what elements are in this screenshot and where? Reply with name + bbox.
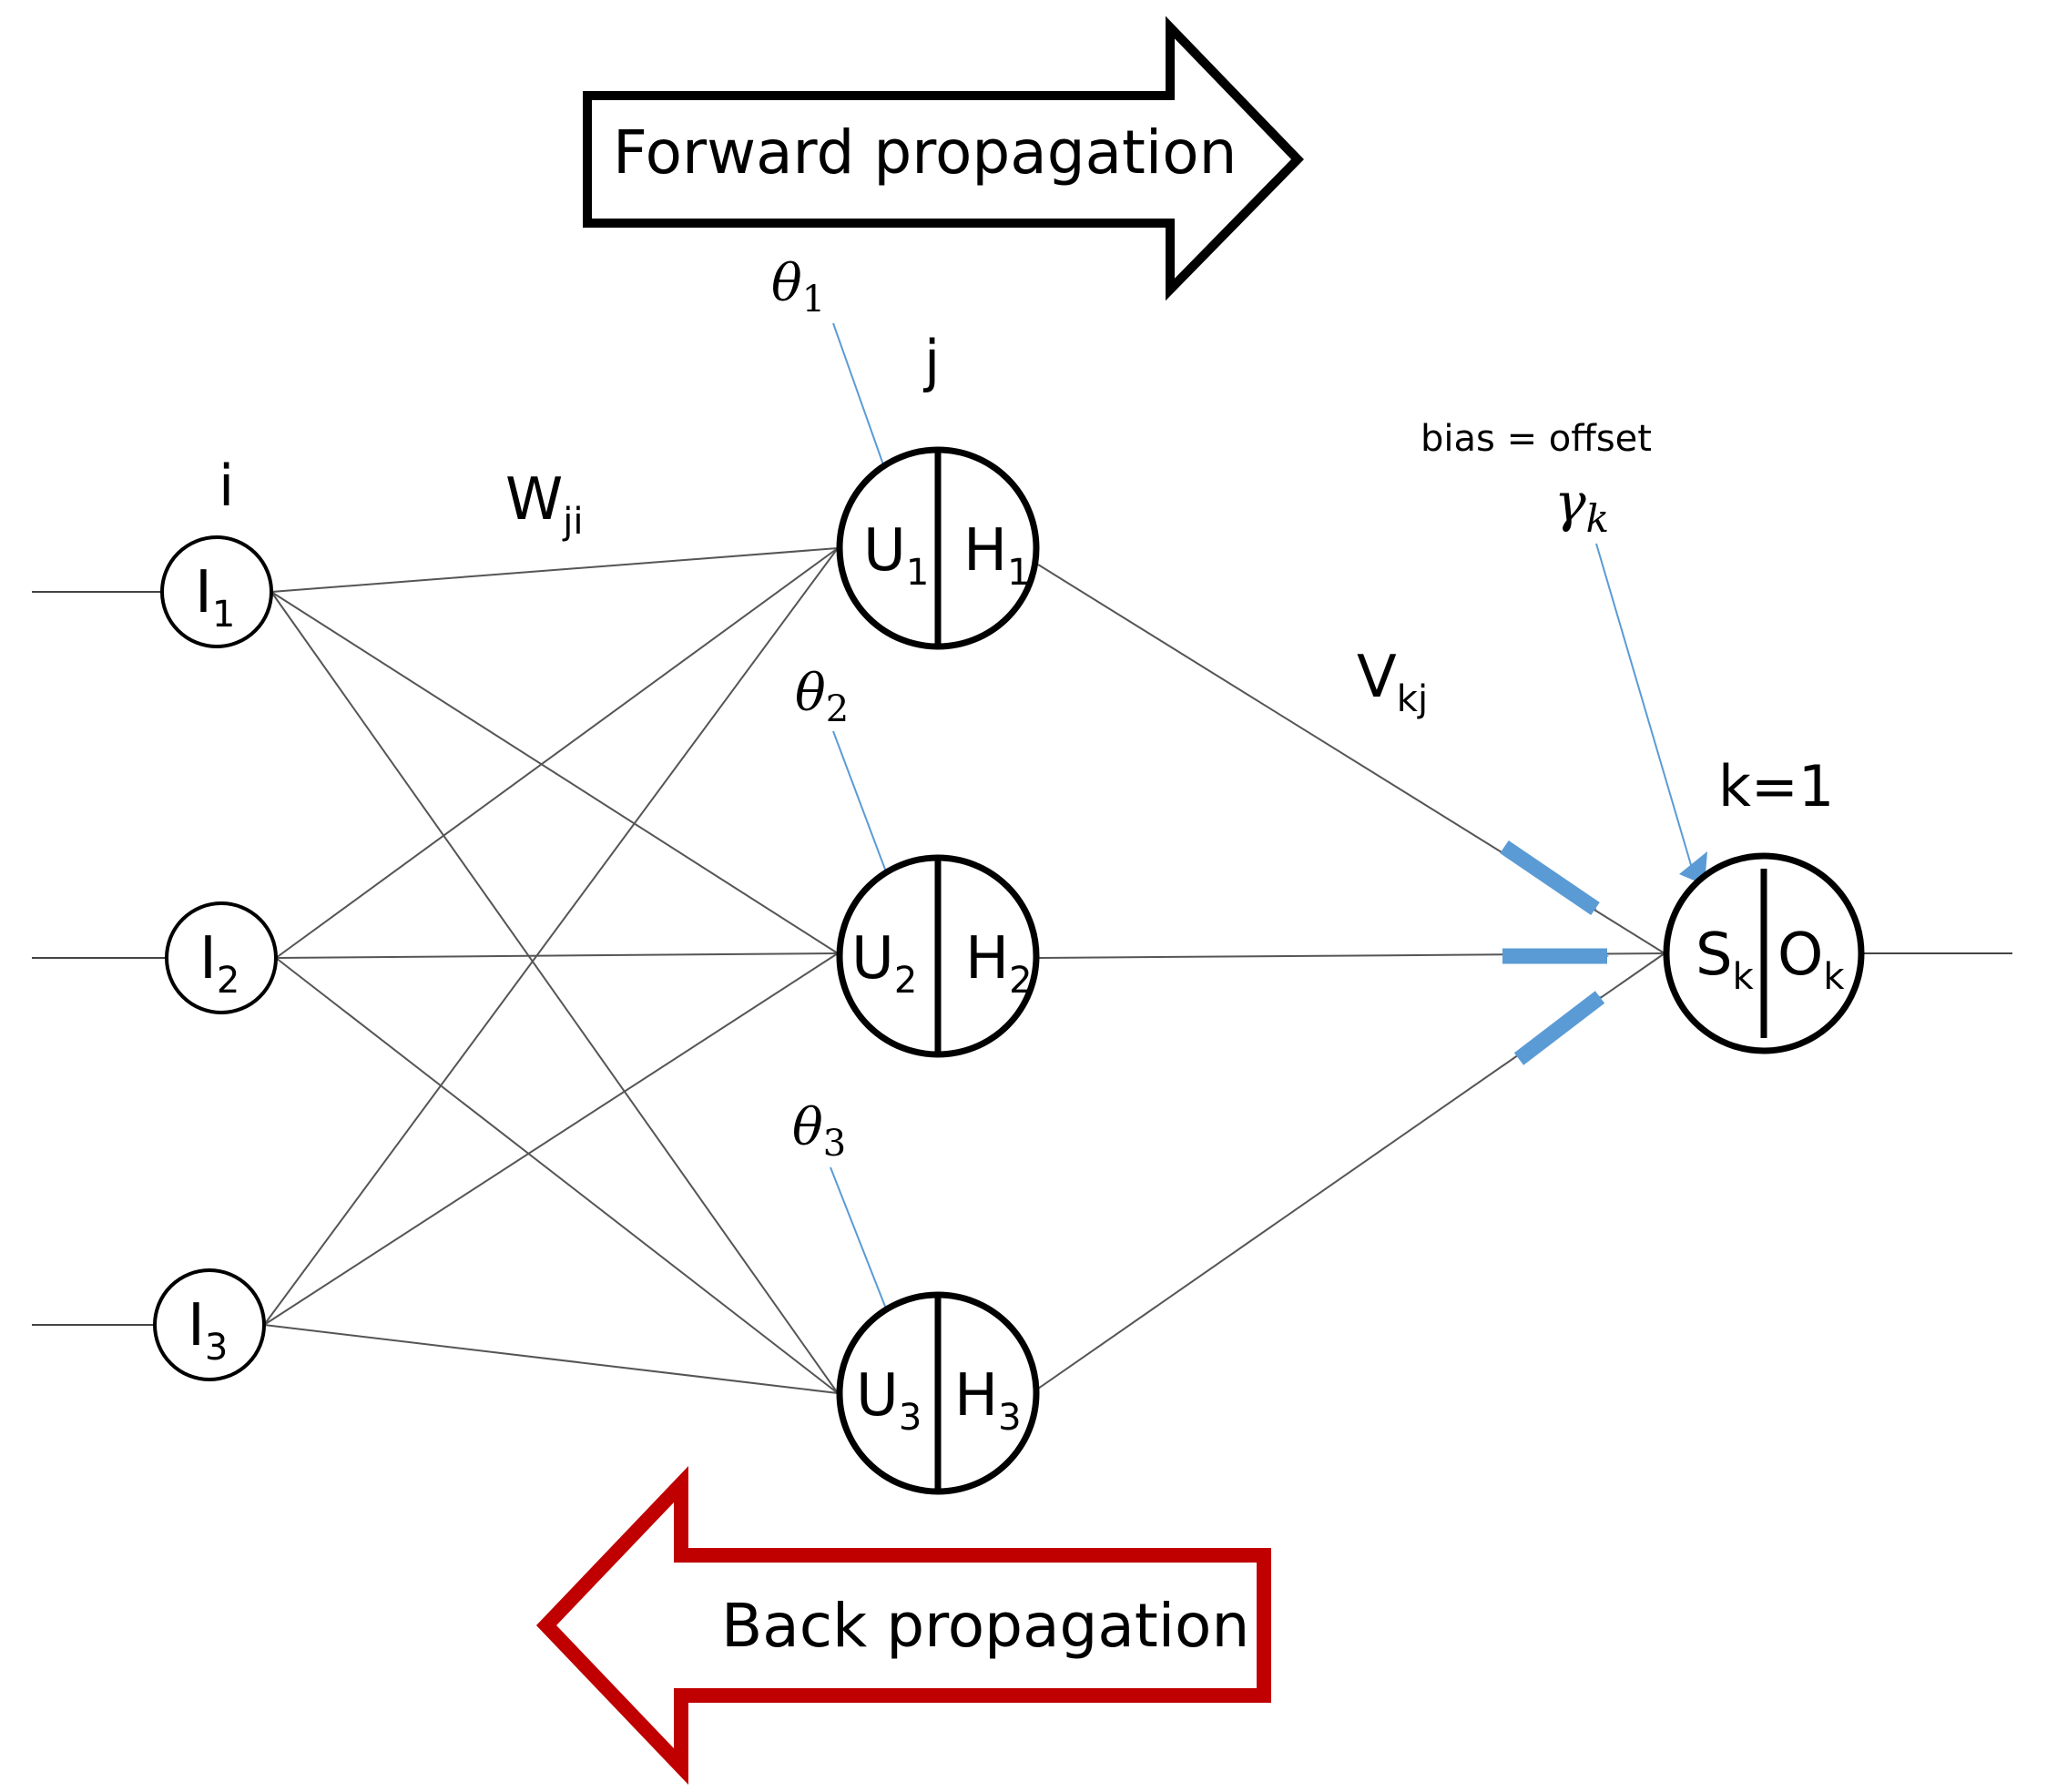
- input-node-3-sub: 3: [205, 1327, 228, 1369]
- hidden-node-2-u: U: [851, 925, 894, 993]
- svg-text:U1: U1: [863, 517, 929, 594]
- back-propagation-arrow: Back propagation: [535, 1466, 1271, 1785]
- inflow-arrow-top: [1500, 840, 1600, 916]
- theta2-label: θ2: [795, 664, 849, 730]
- bias-note: bias = offset: [1421, 418, 1652, 460]
- bias-arrows: [830, 322, 1695, 1326]
- input-node-3-base: I: [188, 1292, 205, 1359]
- theta3-base: θ: [792, 1098, 823, 1157]
- forward-propagation-label: Forward propagation: [613, 117, 1237, 188]
- theta1-label: θ1: [771, 254, 825, 321]
- gamma-sub: k: [1586, 496, 1609, 541]
- hidden-node-1: U1 H1: [836, 446, 1040, 650]
- input-node-1: I1: [160, 535, 273, 648]
- forward-propagation-arrow: Forward propagation: [583, 15, 1304, 301]
- theta1-sub: 1: [802, 279, 825, 321]
- weight-label-wji-sub: ji: [562, 501, 583, 543]
- output-node: Sk Ok: [1663, 852, 1865, 1054]
- hidden-node-1-h-sub: 1: [1007, 552, 1030, 594]
- theta3-label: θ3: [792, 1098, 846, 1165]
- theta1-arrow: [832, 322, 891, 484]
- weight-label-wji-base: W: [505, 466, 563, 534]
- hidden-node-3-u-sub: 3: [899, 1397, 922, 1439]
- gamma-arrow: [1595, 543, 1695, 875]
- hidden-node-3-u: U: [856, 1362, 899, 1430]
- weight-label-vkj: Vkj: [1357, 644, 1428, 720]
- theta3-sub: 3: [823, 1123, 846, 1165]
- hidden-node-2: U2 H2: [836, 854, 1040, 1058]
- input-node-2: I2: [165, 901, 278, 1014]
- hidden-node-3-h: H: [954, 1362, 998, 1430]
- hidden-node-2-u-sub: 2: [894, 960, 917, 1002]
- hidden-node-1-u-sub: 1: [906, 552, 929, 594]
- input-node-2-sub: 2: [217, 960, 239, 1002]
- output-node-s-sub: k: [1733, 956, 1755, 998]
- hidden-layer-label: j: [922, 328, 940, 394]
- weight-label-vkj-base: V: [1357, 644, 1397, 711]
- svg-text:U2: U2: [851, 925, 917, 1002]
- svg-text:H3: H3: [954, 1362, 1022, 1439]
- svg-text:H1: H1: [963, 517, 1031, 594]
- input-node-3: I3: [153, 1268, 266, 1381]
- hidden-output-connections: [1037, 564, 1665, 1390]
- output-node-s: S: [1696, 921, 1733, 989]
- input-lines: [32, 591, 2012, 1326]
- input-node-2-base: I: [199, 925, 217, 993]
- theta2-arrow: [832, 730, 893, 890]
- gamma-base: γ: [1554, 472, 1586, 534]
- weight-label-wji: Wji: [505, 466, 584, 543]
- theta3-arrow: [830, 1166, 893, 1326]
- svg-text:U3: U3: [856, 1362, 922, 1439]
- svg-text:I3: I3: [188, 1292, 228, 1369]
- back-propagation-label: Back propagation: [721, 1591, 1249, 1661]
- theta1-base: θ: [771, 254, 802, 313]
- hidden-node-3-h-sub: 3: [998, 1397, 1021, 1439]
- hidden-node-3: U3 H3: [836, 1291, 1040, 1495]
- hidden-node-2-h-sub: 2: [1009, 960, 1032, 1002]
- inflow-arrow-bottom: [1513, 991, 1605, 1065]
- theta2-base: θ: [795, 664, 826, 723]
- svg-text:Ok: Ok: [1777, 921, 1845, 998]
- svg-text:I2: I2: [199, 925, 239, 1002]
- svg-text:I1: I1: [195, 559, 235, 636]
- input-layer-label: i: [219, 453, 234, 519]
- hidden-node-2-h: H: [965, 925, 1009, 993]
- hidden-node-1-h: H: [963, 517, 1007, 585]
- hidden-node-1-u: U: [863, 517, 906, 585]
- output-node-o: O: [1777, 921, 1823, 989]
- weight-label-vkj-sub: kj: [1397, 678, 1428, 720]
- output-inflow-arrows: [1500, 840, 1609, 1065]
- input-hidden-connections: [263, 547, 839, 1394]
- svg-text:H2: H2: [965, 925, 1033, 1002]
- output-node-o-sub: k: [1823, 956, 1845, 998]
- gamma-label: γk: [1554, 472, 1609, 541]
- theta2-sub: 2: [826, 688, 849, 730]
- input-node-1-base: I: [195, 559, 212, 626]
- output-layer-label: k=1: [1718, 753, 1834, 820]
- svg-text:Sk: Sk: [1696, 921, 1755, 998]
- input-node-1-sub: 1: [212, 594, 235, 636]
